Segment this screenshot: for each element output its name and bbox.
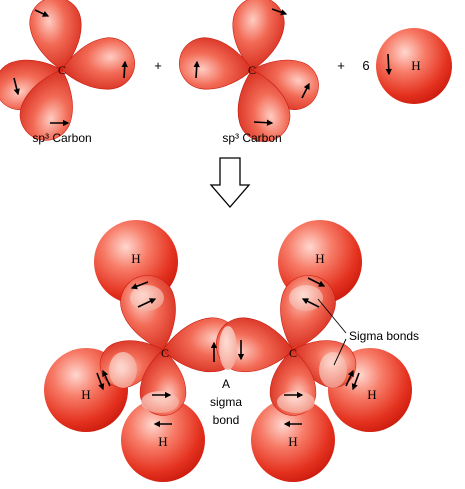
hydrogen-symbol: H <box>367 387 376 402</box>
reaction-arrow-icon <box>209 157 251 208</box>
spin-arrow <box>13 77 20 96</box>
plus-sign: + <box>337 58 345 73</box>
sp3-carbon-label-left: sp³ Carbon <box>32 131 91 145</box>
callout-leader-line <box>333 338 347 366</box>
ethane-molecule: C C H H H H H H <box>44 220 412 482</box>
sp3-carbon-right: C <box>175 0 326 148</box>
spin-arrow <box>102 369 111 387</box>
sigma-bond-overlap <box>277 391 315 413</box>
spin-arrow <box>130 281 149 290</box>
spin-arrow <box>121 60 128 79</box>
hydrogen-atom: H <box>376 28 452 104</box>
spin-arrow <box>271 8 288 16</box>
plus-sign: + <box>154 58 162 73</box>
spin-arrow <box>34 9 50 17</box>
hydrogen-orbital <box>376 28 452 104</box>
sigma-bonds-label: Sigma bonds <box>349 329 419 343</box>
spin-arrow <box>137 298 157 308</box>
spin-arrow <box>96 372 105 391</box>
hydrogen-symbol: H <box>411 58 420 73</box>
spin-arrow <box>301 82 310 99</box>
sigma-bond-overlap <box>219 326 237 370</box>
spin-arrow <box>301 298 320 308</box>
carbon-symbol: C <box>289 346 297 360</box>
sp3-carbon-label-right: sp³ Carbon <box>222 131 281 145</box>
hydrogen-symbol: H <box>81 387 90 402</box>
sigma-bond-overlap <box>109 352 137 388</box>
spin-arrow <box>345 369 354 387</box>
spin-arrow <box>307 277 326 287</box>
hydrogen-symbol: H <box>315 251 324 266</box>
carbon-symbol: C <box>248 63 256 77</box>
hydrogen-symbol: H <box>158 434 167 449</box>
hydrogen-symbol: H <box>131 251 140 266</box>
callout-leader-line <box>317 298 347 334</box>
hydrogen-orbital <box>121 398 205 482</box>
spin-arrow <box>351 372 360 391</box>
sigma-bond-label-line: A <box>222 377 230 391</box>
spin-arrow <box>193 60 200 79</box>
carbon-symbol: C <box>161 346 169 360</box>
sigma-bond-label-line: bond <box>213 413 240 427</box>
sigma-bond-overlap <box>319 352 347 388</box>
spin-arrow <box>253 119 274 126</box>
sigma-bond-label-line: sigma <box>210 395 242 409</box>
spin-arrow <box>385 53 392 76</box>
carbon-symbol: C <box>58 63 66 77</box>
sigma-bond-overlap <box>130 285 164 311</box>
hydrogen-symbol: H <box>288 434 297 449</box>
hydrogen-orbital <box>251 398 335 482</box>
sp3-carbon-left: C <box>0 0 139 148</box>
hydrogen-count: 6 <box>362 58 369 73</box>
